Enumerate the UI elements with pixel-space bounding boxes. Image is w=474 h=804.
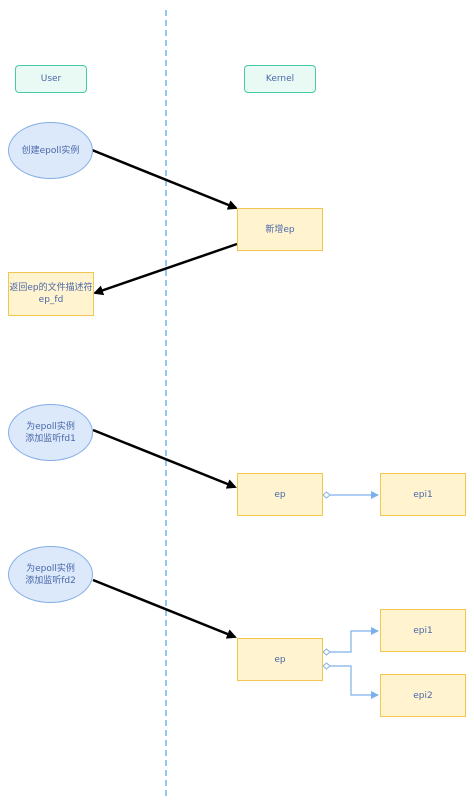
ep-node-step2: ep [237, 473, 323, 516]
user-lane-header: User [15, 65, 87, 93]
ep-label-step2: ep [274, 489, 286, 500]
epi2-node-step3: epi2 [380, 674, 466, 717]
user-lane-label: User [40, 74, 62, 84]
add-fd2-label: 为epoll实例 添加监听fd2 [25, 563, 76, 586]
kernel-lane-header: Kernel [244, 65, 316, 93]
diamond-ep-step3-top [322, 648, 331, 656]
arrow-add-fd1-to-ep [92, 428, 237, 489]
return-ep-fd-label: 返回ep的文件描述符 ep_fd [9, 283, 93, 305]
connector-ep-epi2-step3 [330, 665, 379, 699]
add-fd2-node: 为epoll实例 添加监听fd2 [8, 546, 93, 603]
kernel-lane-label: Kernel [265, 74, 295, 84]
epi1-label-step3: epi1 [413, 625, 433, 636]
add-fd1-node: 为epoll实例 添加监听fd1 [8, 404, 93, 461]
connector-ep-epi1-step3 [330, 627, 379, 653]
new-ep-label: 新增ep [265, 224, 295, 235]
arrow-create-to-new-ep [91, 148, 238, 210]
create-epoll-node: 创建epoll实例 [8, 122, 93, 179]
ep-node-step3: ep [237, 638, 323, 681]
arrow-new-ep-to-return [93, 242, 238, 296]
epi2-label-step3: epi2 [413, 690, 433, 701]
add-fd1-label: 为epoll实例 添加监听fd1 [25, 421, 76, 444]
new-ep-node: 新增ep [237, 208, 323, 251]
diamond-ep-step3-bottom [322, 662, 331, 670]
epi1-node-step3: epi1 [380, 609, 466, 652]
arrow-add-fd2-to-ep [92, 578, 237, 639]
ep-label-step3: ep [274, 654, 286, 665]
return-ep-fd-node: 返回ep的文件描述符 ep_fd [8, 272, 94, 316]
diamond-ep-step2 [322, 491, 331, 499]
epi1-node-step2: epi1 [380, 473, 466, 516]
epi1-label-step2: epi1 [413, 489, 433, 500]
create-epoll-label: 创建epoll实例 [21, 145, 80, 156]
